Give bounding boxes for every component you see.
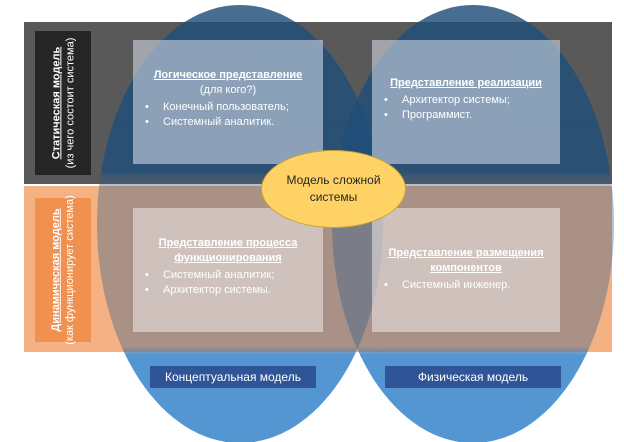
physical-model-text: Физическая модель bbox=[417, 370, 529, 384]
complex-system-model-label: Модель сложной системы bbox=[286, 173, 381, 204]
implementation-view-box: Представление реализации Архитектор сист… bbox=[372, 40, 560, 164]
logical-view-subtitle: (для кого?) bbox=[199, 84, 257, 96]
deployment-view-title: Представление размещения компонентов bbox=[388, 247, 544, 274]
list-item: Архитектор системы. bbox=[145, 283, 317, 298]
list-item: Архитектор системы; bbox=[384, 93, 554, 108]
implementation-view-list: Архитектор системы; Программист. bbox=[378, 93, 554, 123]
logical-view-title: Логическое представление bbox=[153, 69, 303, 81]
list-item: Системный аналитик; bbox=[145, 268, 317, 283]
deployment-view-box: Представление размещения компонентов Сис… bbox=[372, 208, 560, 332]
list-item: Конечный пользователь; bbox=[145, 100, 317, 115]
deployment-view-list: Системный инженер. bbox=[378, 278, 554, 293]
complex-system-model-ellipse: Модель сложной системы bbox=[261, 150, 406, 228]
list-item: Системный аналитик. bbox=[145, 115, 317, 130]
logical-view-list: Конечный пользователь; Системный аналити… bbox=[139, 100, 317, 130]
dynamic-model-label: Динамическая модель (как функционирует с… bbox=[35, 195, 91, 345]
conceptual-model-text: Концептуальная модель bbox=[165, 370, 301, 384]
logical-view-box: Логическое представление (для кого?) Кон… bbox=[133, 40, 323, 164]
physical-model-label: Физическая модель bbox=[385, 366, 561, 388]
implementation-view-title: Представление реализации bbox=[390, 77, 542, 89]
process-view-title: Представление процесса функционирования bbox=[158, 237, 298, 264]
static-model-label: Статическая модель (из чего состоит сист… bbox=[35, 31, 91, 175]
list-item: Программист. bbox=[384, 108, 554, 123]
list-item: Системный инженер. bbox=[384, 278, 554, 293]
process-view-box: Представление процесса функционирования … bbox=[133, 208, 323, 332]
conceptual-model-label: Концептуальная модель bbox=[150, 366, 316, 388]
process-view-list: Системный аналитик; Архитектор системы. bbox=[139, 268, 317, 298]
